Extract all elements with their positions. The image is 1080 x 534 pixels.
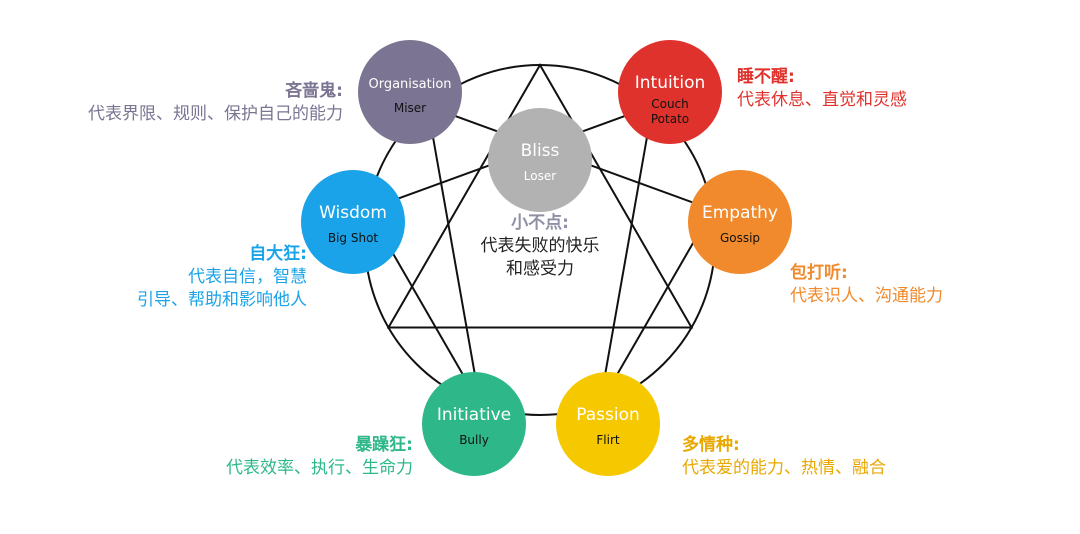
node-bliss [488, 108, 592, 212]
node-intuition-subtitle-1: Couch [651, 97, 689, 111]
node-passion-subtitle: Flirt [596, 433, 620, 447]
label-intuition: 睡不醒: 代表休息、直觉和灵感 [737, 66, 907, 112]
node-wisdom [301, 170, 405, 274]
label-initiative-title: 暴躁狂: [355, 435, 413, 455]
label-bliss-title: 小不点: [511, 213, 569, 233]
label-passion-title: 多情种: [682, 435, 740, 455]
node-empathy-subtitle: Gossip [720, 231, 760, 245]
node-intuition [618, 40, 722, 144]
node-passion-title: Passion [576, 405, 640, 425]
node-intuition-subtitle-2: Potato [651, 112, 689, 126]
label-wisdom-title: 自大狂: [249, 244, 307, 264]
label-wisdom-line-1: 代表自信，智慧 [188, 267, 307, 287]
label-bliss-line-1: 代表失败的快乐 [480, 236, 600, 256]
label-organisation: 吝啬鬼: 代表界限、规则、保护自己的能力 [88, 80, 343, 126]
node-wisdom-title: Wisdom [319, 203, 387, 223]
label-passion: 多情种: 代表爱的能力、热情、融合 [682, 434, 886, 480]
label-initiative: 暴躁狂: 代表效率、执行、生命力 [226, 434, 413, 480]
label-organisation-title: 吝啬鬼: [285, 81, 343, 101]
label-organisation-line-1: 代表界限、规则、保护自己的能力 [88, 104, 343, 124]
label-initiative-line-1: 代表效率、执行、生命力 [226, 458, 413, 478]
node-bliss-subtitle: Loser [524, 169, 556, 183]
node-empathy [688, 170, 792, 274]
node-wisdom-subtitle: Big Shot [328, 231, 379, 245]
label-passion-line-1: 代表爱的能力、热情、融合 [682, 458, 886, 478]
label-wisdom-line-2: 引导、帮助和影响他人 [137, 290, 307, 310]
node-intuition-title: Intuition [635, 73, 706, 93]
label-wisdom: 自大狂: 代表自信，智慧 引导、帮助和影响他人 [137, 243, 307, 312]
node-bliss-title: Bliss [521, 141, 560, 161]
label-empathy-title: 包打听: [790, 263, 848, 283]
label-bliss: 小不点: 代表失败的快乐 和感受力 [440, 212, 640, 281]
inner-triangle [386, 62, 694, 329]
node-empathy-title: Empathy [702, 203, 778, 223]
node-initiative-title: Initiative [437, 405, 511, 425]
label-empathy-line-1: 代表识人、沟通能力 [790, 286, 943, 306]
label-empathy: 包打听: 代表识人、沟通能力 [790, 262, 943, 308]
node-organisation [358, 40, 462, 144]
node-passion [556, 372, 660, 476]
label-intuition-title: 睡不醒: [737, 67, 795, 87]
label-intuition-line-1: 代表休息、直觉和灵感 [737, 90, 907, 110]
node-organisation-title: Organisation [368, 77, 451, 92]
node-organisation-subtitle: Miser [394, 101, 426, 115]
node-initiative-subtitle: Bully [459, 433, 489, 447]
label-bliss-line-2: 和感受力 [506, 259, 574, 279]
node-initiative [422, 372, 526, 476]
